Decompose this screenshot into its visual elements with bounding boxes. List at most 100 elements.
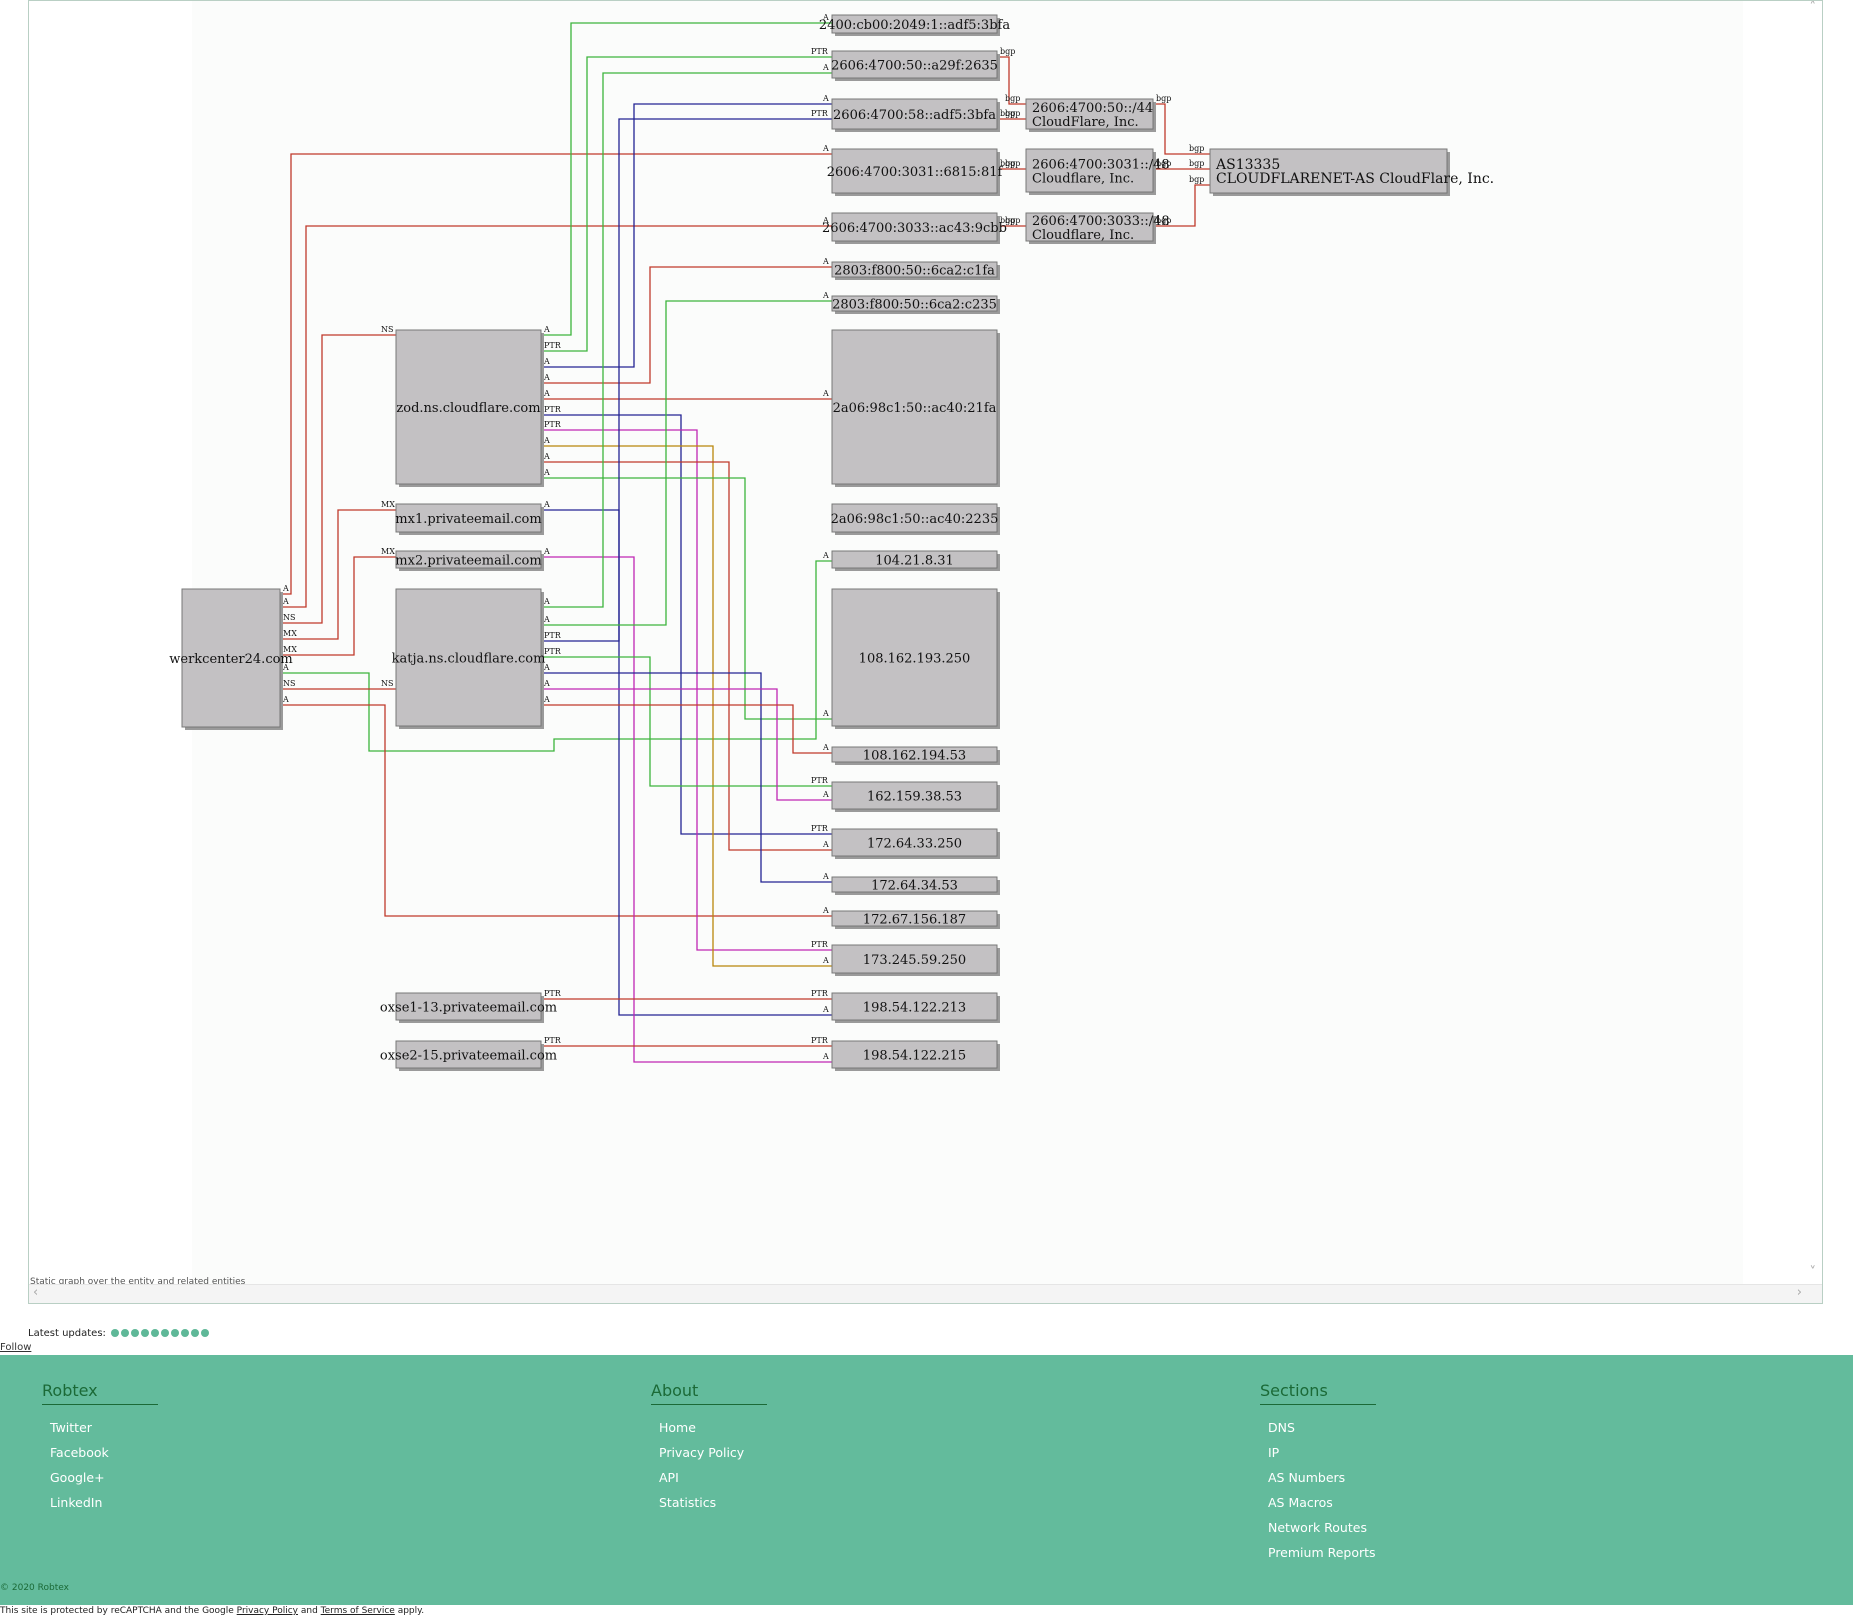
- edge-label: bgp: [1189, 175, 1204, 184]
- edge-label: NS: [283, 679, 295, 688]
- edge-label: A: [822, 840, 829, 849]
- footer-link-ip[interactable]: IP: [1268, 1445, 1280, 1460]
- node-oxse2[interactable]: oxse2-15.privateemail.com: [380, 1040, 557, 1071]
- edge-werkcenter-zod: [280, 334, 396, 624]
- edge-zod-ipv6_2803_c1fa: [541, 266, 832, 384]
- node-mx1[interactable]: mx1.privateemail.com: [395, 503, 544, 535]
- node-label: 198.54.122.215: [863, 1049, 966, 1064]
- update-dot[interactable]: [141, 1329, 150, 1337]
- footer-link-facebook[interactable]: Facebook: [50, 1445, 109, 1460]
- node-ip_108_194[interactable]: 108.162.194.53: [831, 746, 1000, 765]
- scroll-left-arrow[interactable]: ‹: [33, 1285, 39, 1300]
- node-ipv6_2a06_2235[interactable]: 2a06:98c1:50::ac40:2235: [831, 503, 1000, 535]
- node-ipv6_2606_adf5[interactable]: 2606:4700:58::adf5:3bfa: [831, 98, 1000, 132]
- node-label: CloudFlare, Inc.: [1032, 115, 1139, 130]
- edge-label: PTR: [811, 47, 829, 56]
- footer-link-google-[interactable]: Google+: [50, 1470, 105, 1485]
- edge-label: PTR: [811, 109, 829, 118]
- node-werkcenter[interactable]: werkcenter24.com: [169, 588, 293, 730]
- edge-label: bgp: [1005, 216, 1020, 225]
- edge-werkcenter-ip_172_67: [280, 704, 832, 917]
- horizontal-scrollbar[interactable]: ‹ ›: [29, 1284, 1822, 1303]
- edge-werkcenter-ipv6_2606_6815: [280, 153, 832, 595]
- node-label: 2606:4700:3033::/48: [1032, 214, 1170, 229]
- edge-label: NS: [381, 325, 393, 334]
- latest-updates-dots[interactable]: [109, 1328, 210, 1339]
- node-oxse1[interactable]: oxse1-13.privateemail.com: [380, 992, 557, 1023]
- node-ip_162[interactable]: 162.159.38.53: [831, 781, 1000, 812]
- edge-label: MX: [381, 547, 395, 556]
- edge-label: A: [822, 1005, 829, 1014]
- node-ipv6_2606_a29f[interactable]: 2606:4700:50::a29f:2635: [831, 50, 1000, 81]
- edge-zod-ipv6_2400: [541, 22, 832, 336]
- node-ip_198_215[interactable]: 198.54.122.215: [831, 1040, 1000, 1071]
- footer-link-api[interactable]: API: [659, 1470, 679, 1485]
- node-ip_172_34[interactable]: 172.64.34.53: [831, 876, 1000, 895]
- scroll-up-arrow[interactable]: ˄: [1809, 0, 1817, 15]
- footer-link-as-macros[interactable]: AS Macros: [1268, 1495, 1333, 1510]
- scroll-right-arrow[interactable]: ›: [1796, 1285, 1802, 1300]
- edge-label: A: [543, 597, 550, 606]
- footer-link-twitter[interactable]: Twitter: [50, 1420, 92, 1435]
- footer-link-dns[interactable]: DNS: [1268, 1420, 1295, 1435]
- node-label: katja.ns.cloudflare.com: [392, 652, 546, 667]
- update-dot[interactable]: [131, 1329, 140, 1337]
- update-dot[interactable]: [161, 1329, 170, 1337]
- node-label: 2a06:98c1:50::ac40:21fa: [833, 401, 997, 416]
- node-label: 2803:f800:50::6ca2:c1fa: [834, 264, 995, 279]
- footer-link-network-routes[interactable]: Network Routes: [1268, 1520, 1367, 1535]
- update-dot[interactable]: [171, 1329, 180, 1337]
- update-dot[interactable]: [201, 1329, 210, 1337]
- node-ipv6_2803_c235[interactable]: 2803:f800:50::6ca2:c235: [831, 295, 1000, 314]
- node-ip_172_67[interactable]: 172.67.156.187: [831, 910, 1000, 929]
- update-dot[interactable]: [151, 1329, 160, 1337]
- edge-katja-ip_162: [541, 688, 832, 801]
- edge-katja-ip_108_194: [541, 704, 832, 754]
- node-mx2[interactable]: mx2.privateemail.com: [395, 550, 544, 571]
- edge-label: PTR: [811, 940, 829, 949]
- node-ip_172_33[interactable]: 172.64.33.250: [831, 828, 1000, 859]
- edge-label: PTR: [811, 776, 829, 785]
- node-ip_104[interactable]: 104.21.8.31: [831, 550, 1000, 571]
- edge-label: PTR: [811, 1036, 829, 1045]
- footer-link-linkedin[interactable]: LinkedIn: [50, 1495, 103, 1510]
- node-zod[interactable]: zod.ns.cloudflare.com: [395, 329, 544, 487]
- node-ipv6_2400[interactable]: 2400:cb00:2049:1::adf5:3bfa: [819, 14, 1010, 36]
- node-label: 2803:f800:50::6ca2:c235: [832, 298, 997, 313]
- footer-link-premium-reports[interactable]: Premium Reports: [1268, 1545, 1376, 1560]
- update-dot[interactable]: [181, 1329, 190, 1337]
- edge-zod-ip_172_33: [541, 414, 832, 835]
- edge-label: PTR: [811, 989, 829, 998]
- scroll-down-arrow[interactable]: ˅: [1809, 1265, 1817, 1280]
- node-katja[interactable]: katja.ns.cloudflare.com: [392, 588, 546, 729]
- update-dot[interactable]: [121, 1329, 130, 1337]
- node-ipv6_2606_6815[interactable]: 2606:4700:3031::6815:81f: [827, 148, 1004, 196]
- node-ipv6_2803_c1fa[interactable]: 2803:f800:50::6ca2:c1fa: [831, 261, 1000, 280]
- node-ipv6_2a06_21fa[interactable]: 2a06:98c1:50::ac40:21fa: [831, 329, 1000, 487]
- footer-link-privacy-policy[interactable]: Privacy Policy: [659, 1445, 745, 1460]
- footer-link-statistics[interactable]: Statistics: [659, 1495, 717, 1510]
- node-ip_173[interactable]: 173.245.59.250: [831, 944, 1000, 976]
- edge-label: A: [543, 389, 550, 398]
- edge-zod-ip_173: [541, 429, 832, 951]
- terms-of-service-link[interactable]: Terms of Service: [320, 1606, 395, 1616]
- node-label: 173.245.59.250: [863, 953, 966, 968]
- node-ip_108_193[interactable]: 108.162.193.250: [831, 588, 1000, 729]
- node-ipv6_2606_ac43[interactable]: 2606:4700:3033::ac43:9cbb: [822, 212, 1007, 244]
- privacy-policy-link[interactable]: Privacy Policy: [236, 1606, 299, 1616]
- node-ip_198_213[interactable]: 198.54.122.213: [831, 992, 1000, 1023]
- footer-link-home[interactable]: Home: [659, 1420, 696, 1435]
- update-dot[interactable]: [191, 1329, 200, 1337]
- follow-link[interactable]: Follow: [0, 1342, 32, 1353]
- footer-link-as-numbers[interactable]: AS Numbers: [1268, 1470, 1346, 1485]
- update-dot[interactable]: [111, 1329, 120, 1337]
- edge-werkcenter-ip_104: [280, 560, 832, 752]
